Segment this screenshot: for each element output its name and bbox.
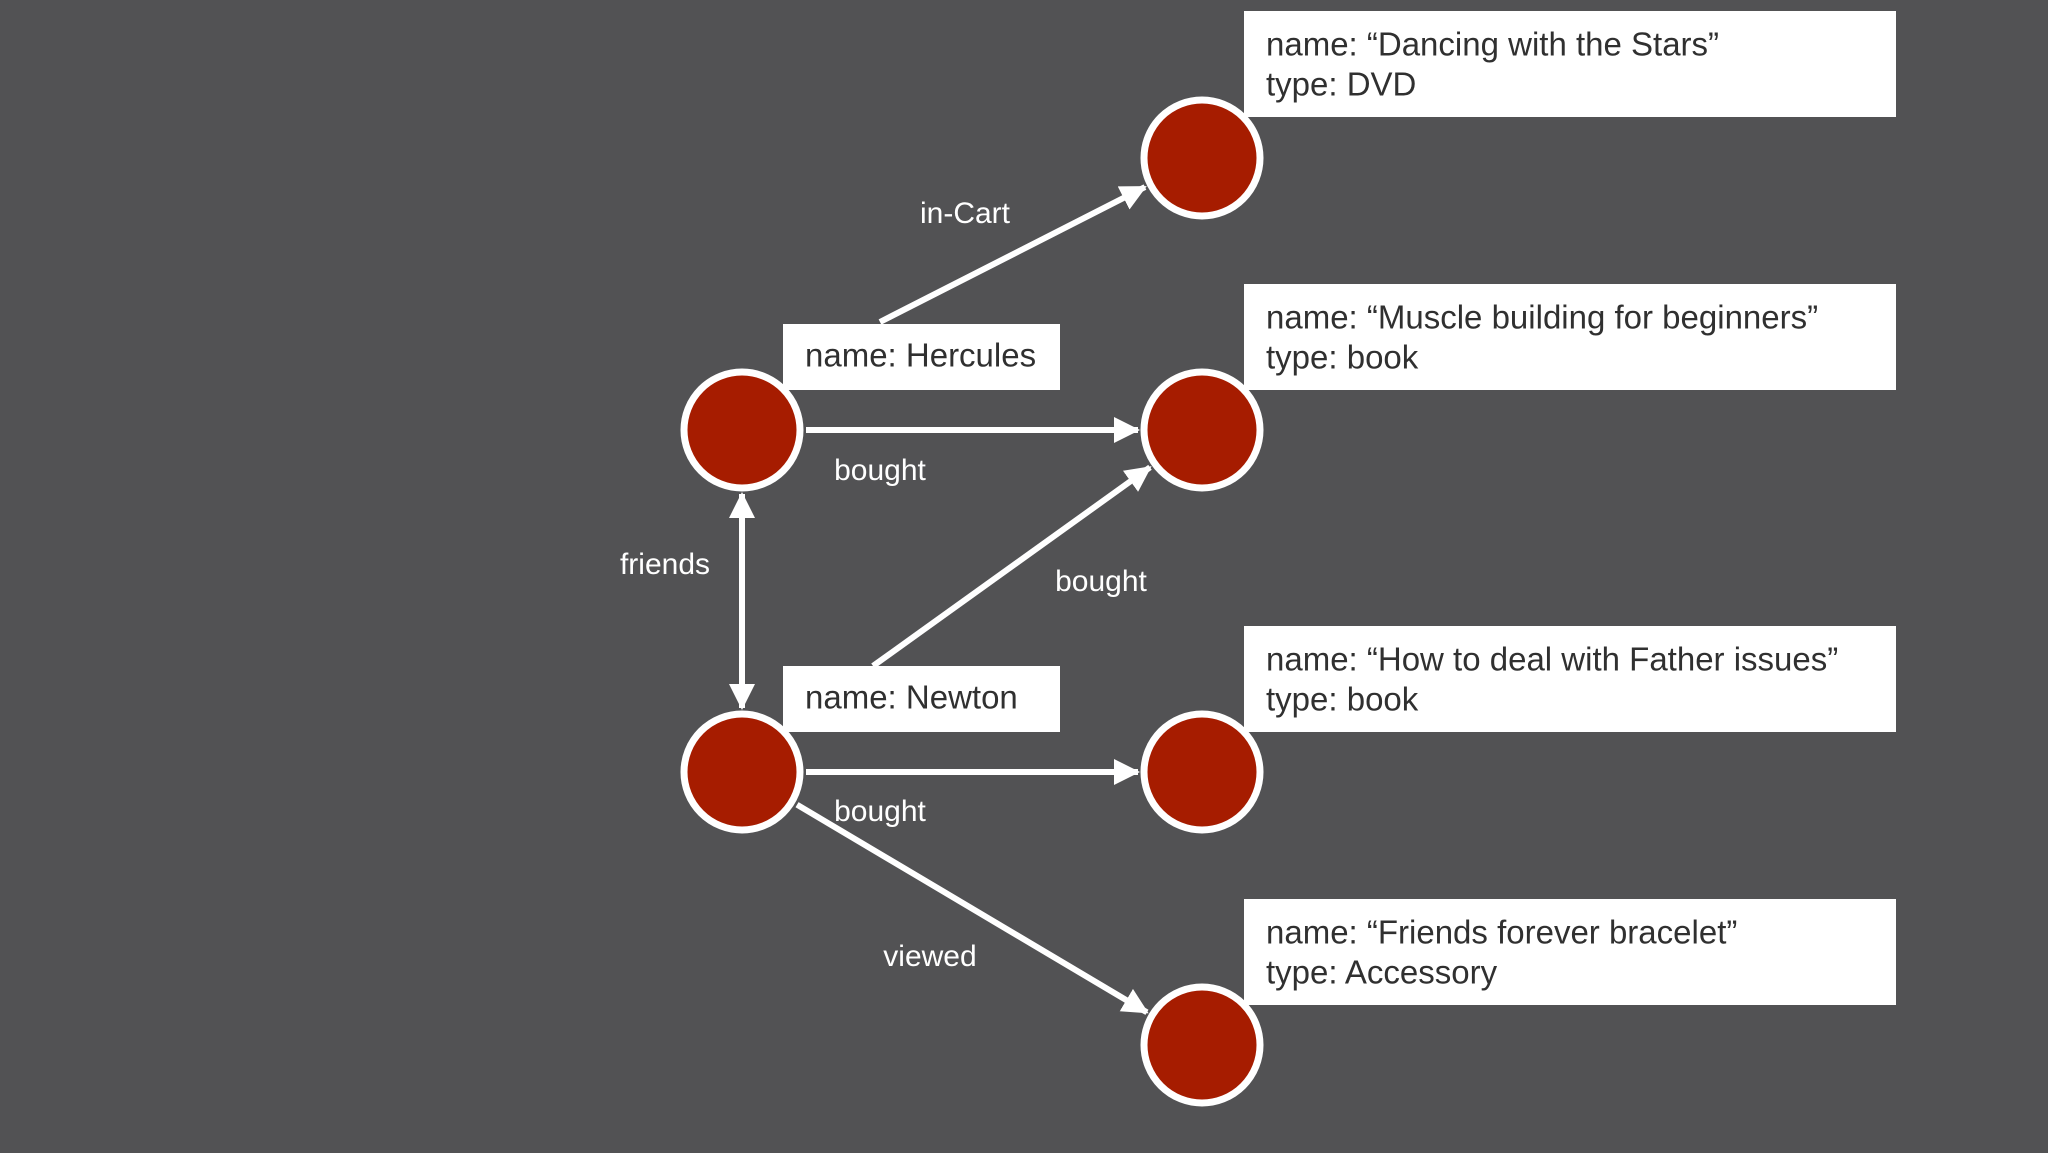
person-label-box	[783, 324, 1060, 390]
product-type-text: type: book	[1266, 681, 1419, 718]
person-label-hercules: name: Hercules	[783, 324, 1060, 390]
edges-layer	[729, 184, 1152, 1015]
product-type-text: type: Accessory	[1266, 954, 1498, 991]
product-label-bracelet: name: “Friends forever bracelet”type: Ac…	[1244, 899, 1896, 1005]
boxes-layer: name: Hercules name: Newton name: “Dancing…	[783, 11, 1896, 1005]
node-hercules	[680, 368, 804, 492]
product-type-text: type: book	[1266, 339, 1419, 376]
product-label-box	[1244, 899, 1896, 1005]
person-label-newton: name: Newton	[783, 666, 1060, 732]
edge-label-hercules-muscle: bought	[834, 454, 926, 487]
product-label-father: name: “How to deal with Father issues”ty…	[1244, 626, 1896, 732]
product-name-text: name: “How to deal with Father issues”	[1266, 641, 1838, 678]
edge-newton-bracelet	[795, 802, 1149, 1015]
edge-label-newton-bracelet: viewed	[883, 940, 976, 973]
node-newton	[680, 710, 804, 834]
edge-label-hercules-dvd: in-Cart	[920, 197, 1011, 230]
person-name-text: name: Newton	[805, 679, 1018, 716]
nodes-layer	[680, 96, 1264, 1107]
node-dvd	[1140, 96, 1264, 220]
edge-label-newton-father: bought	[834, 795, 926, 828]
node-bracelet	[1140, 983, 1264, 1107]
edge-labels-layer: in-Cart bought bought friends bought viewed	[620, 197, 1148, 973]
product-name-text: name: “Muscle building for beginners”	[1266, 299, 1818, 336]
product-label-muscle: name: “Muscle building for beginners”typ…	[1244, 284, 1896, 390]
product-name-text: name: “Friends forever bracelet”	[1266, 914, 1737, 951]
product-label-box	[1244, 11, 1896, 117]
edge-newton-muscle	[871, 464, 1152, 669]
person-label-box	[783, 666, 1060, 732]
product-label-dvd: name: “Dancing with the Stars”type: DVD	[1244, 11, 1896, 117]
edge-hercules-dvd	[878, 184, 1147, 325]
node-father	[1140, 710, 1264, 834]
node-muscle	[1140, 368, 1264, 492]
product-name-text: name: “Dancing with the Stars”	[1266, 26, 1719, 63]
edge-label-newton-muscle: bought	[1055, 565, 1147, 598]
edge-label-hercules-newton: friends	[620, 548, 710, 581]
person-name-text: name: Hercules	[805, 337, 1036, 374]
product-label-box	[1244, 626, 1896, 732]
product-type-text: type: DVD	[1266, 66, 1416, 103]
product-label-box	[1244, 284, 1896, 390]
